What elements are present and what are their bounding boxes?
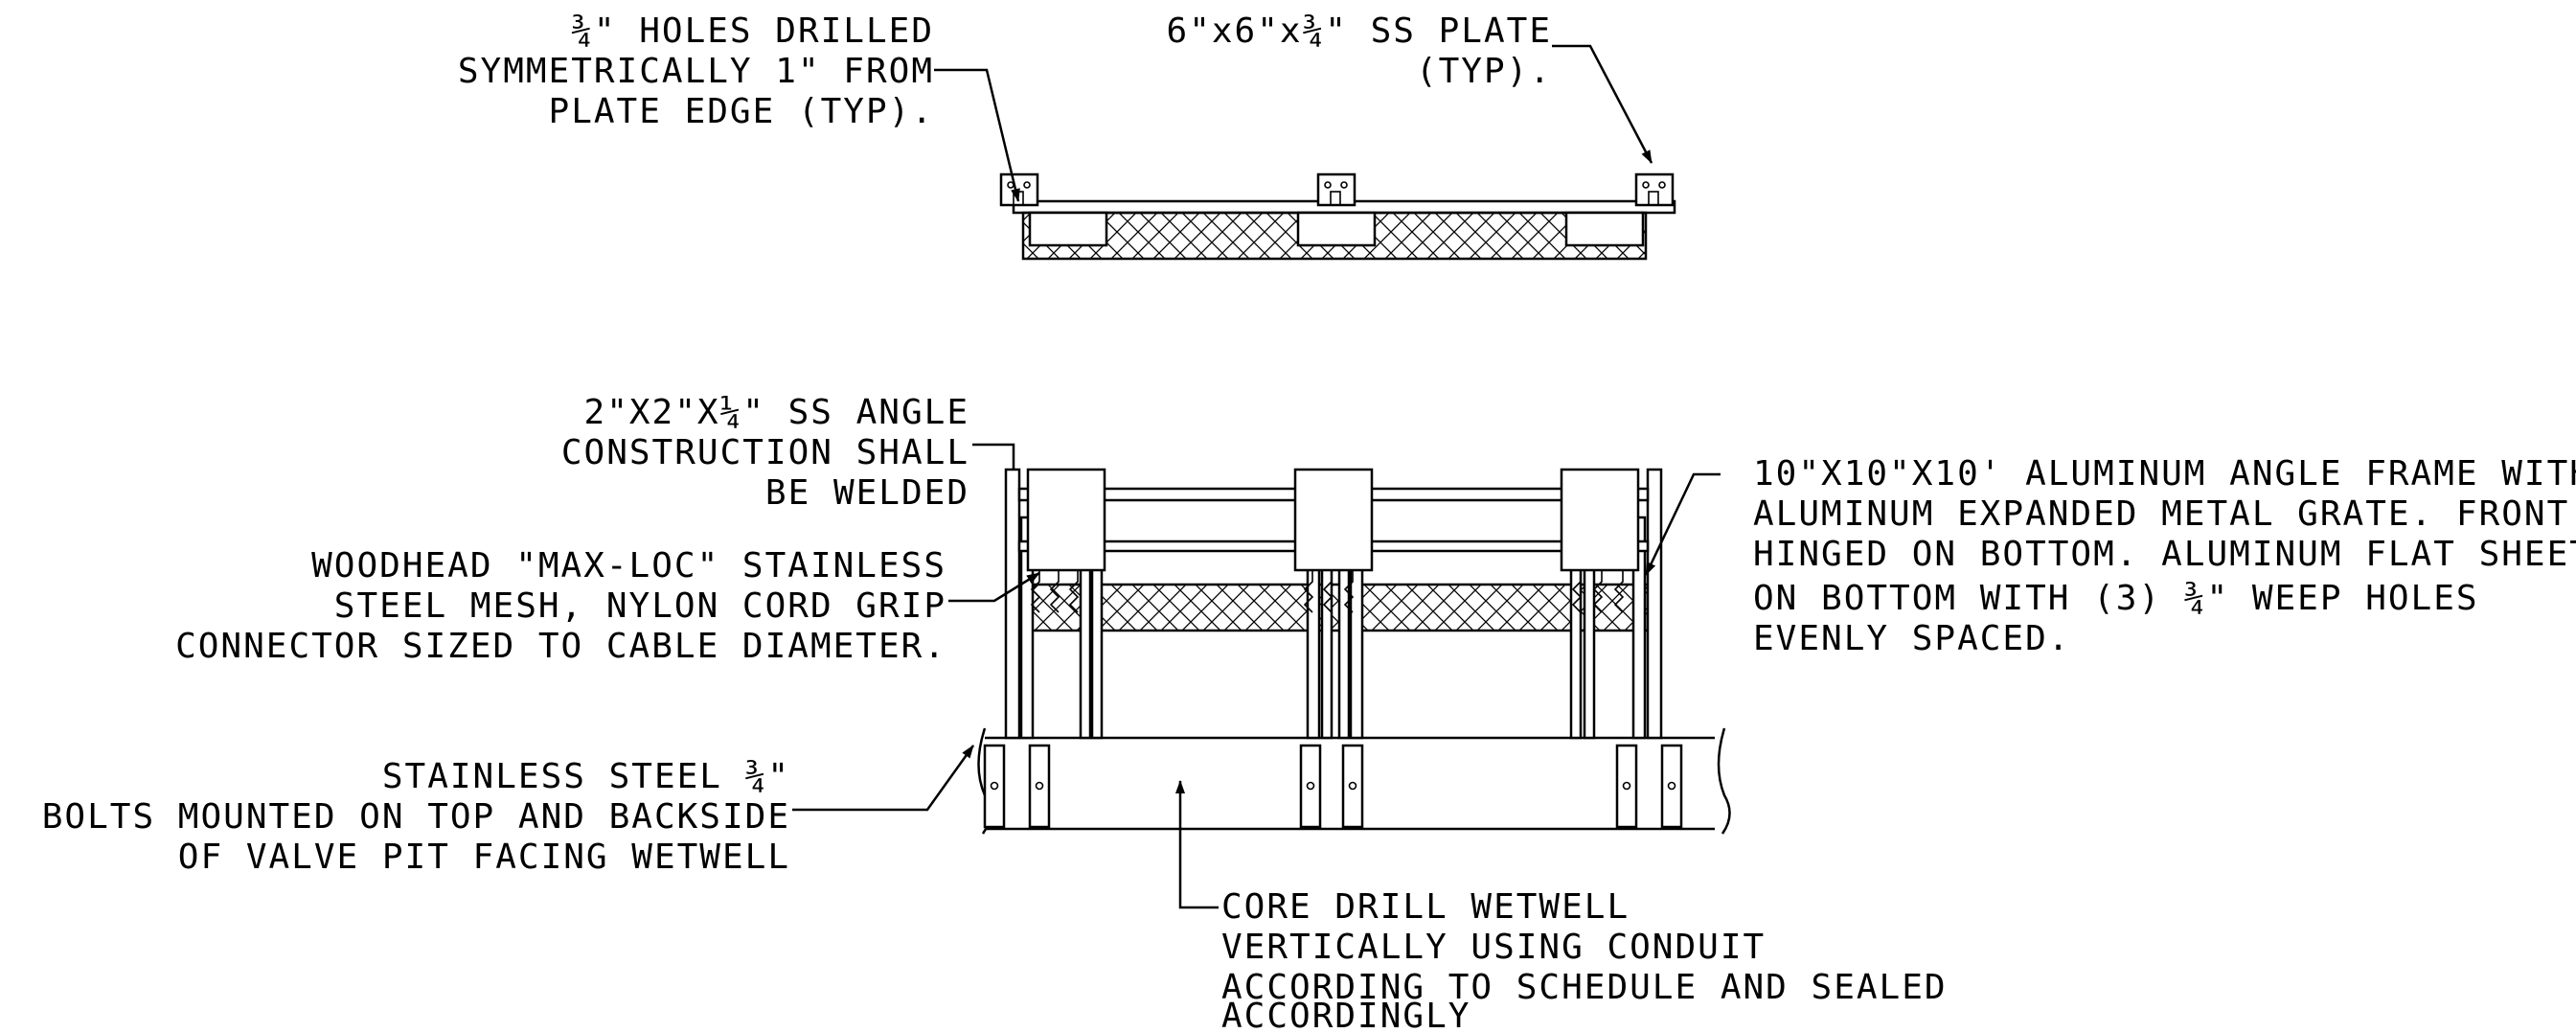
callout-core-line4: ACCORDINGLY xyxy=(1221,997,1470,1033)
callout-grip-line3: CONNECTOR SIZED TO CABLE DIAMETER. xyxy=(175,627,946,666)
section-view xyxy=(977,468,1731,835)
callout-core-line2: VERTICALLY USING CONDUIT xyxy=(1221,928,1766,967)
callout-frame-line2: ALUMINUM EXPANDED METAL GRATE. FRONT xyxy=(1753,494,2569,534)
junction-box-left xyxy=(1026,468,1106,572)
junction-box-center xyxy=(1293,468,1374,572)
top-grate-view xyxy=(999,172,1676,261)
callout-plate: 6"x6"x¾" SS PLATE (TYP). xyxy=(1167,11,1552,91)
leader-lines xyxy=(792,44,1721,909)
callout-angle-line1: 2"X2"X¼" SS ANGLE xyxy=(584,393,969,432)
callout-frame: 10"X10"X10' ALUMINUM ANGLE FRAME WITH AL… xyxy=(1753,454,2576,658)
callout-frame-line5: EVENLY SPACED. xyxy=(1753,619,2070,658)
callout-frame-line1: 10"X10"X10' ALUMINUM ANGLE FRAME WITH xyxy=(1753,454,2576,494)
callout-plate-line1: 6"x6"x¾" SS PLATE xyxy=(1167,11,1552,51)
plate-center xyxy=(1316,172,1356,207)
callout-bolts-line1: STAINLESS STEEL ¾" xyxy=(382,757,790,796)
callout-holes-line3: PLATE EDGE (TYP). xyxy=(549,92,934,131)
callout-angle: 2"X2"X¼" SS ANGLE CONSTRUCTION SHALL BE … xyxy=(561,393,969,513)
callout-plate-line2: (TYP). xyxy=(1416,52,1552,91)
callout-grip-line2: STEEL MESH, NYLON CORD GRIP xyxy=(334,586,946,626)
cord-grips xyxy=(1030,570,1625,613)
callout-frame-line4: ON BOTTOM WITH (3) ¾" WEEP HOLES xyxy=(1753,579,2479,618)
callout-holes-line1: ¾" HOLES DRILLED xyxy=(571,11,934,51)
callout-holes-line2: SYMMETRICALLY 1" FROM xyxy=(458,52,934,91)
callout-core-line1: CORE DRILL WETWELL xyxy=(1221,887,1630,927)
callout-core: CORE DRILL WETWELL VERTICALLY USING COND… xyxy=(1221,887,1948,1033)
plate-right xyxy=(1634,172,1675,207)
callout-frame-line3: HINGED ON BOTTOM. ALUMINUM FLAT SHEET xyxy=(1753,535,2576,574)
callout-bolts-line2: BOLTS MOUNTED ON TOP AND BACKSIDE xyxy=(42,797,790,837)
callout-bolts: STAINLESS STEEL ¾" BOLTS MOUNTED ON TOP … xyxy=(42,757,790,877)
callout-angle-line2: CONSTRUCTION SHALL xyxy=(561,433,969,472)
bolt-brackets xyxy=(983,744,1683,829)
callout-core-line3: ACCORDING TO SCHEDULE AND SEALED xyxy=(1221,968,1948,1007)
callout-bolts-line3: OF VALVE PIT FACING WETWELL xyxy=(178,838,790,877)
callout-holes: ¾" HOLES DRILLED SYMMETRICALLY 1" FROM P… xyxy=(458,11,934,131)
callout-grip: WOODHEAD "MAX-LOC" STAINLESS STEEL MESH,… xyxy=(175,546,946,666)
callout-angle-line3: BE WELDED xyxy=(765,473,969,513)
junction-box-right xyxy=(1560,468,1640,572)
callout-grip-line1: WOODHEAD "MAX-LOC" STAINLESS xyxy=(311,546,946,585)
